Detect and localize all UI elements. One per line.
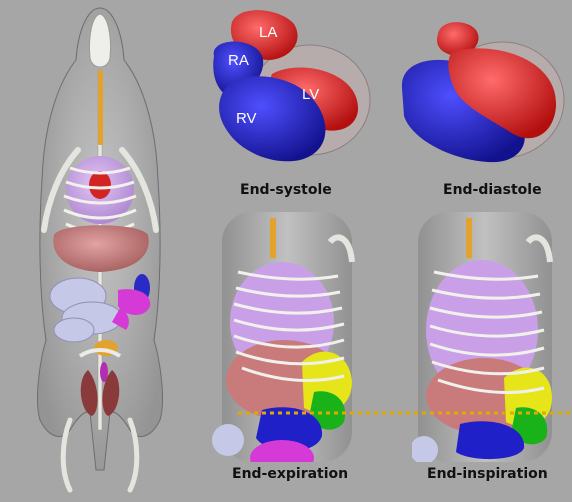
heart-end-systole-render xyxy=(213,10,371,162)
torso-end-expiration-render xyxy=(212,212,355,462)
caption-end-diastole: End-diastole xyxy=(443,182,542,198)
label-ra: RA xyxy=(228,52,249,69)
diaphragm-reference-line xyxy=(238,411,572,415)
torso-end-inspiration-render xyxy=(412,212,553,462)
label-la: LA xyxy=(259,24,278,41)
caption-end-inspiration: End-inspiration xyxy=(427,466,548,482)
caption-end-systole: End-systole xyxy=(240,182,332,198)
mouse-full-body-render xyxy=(37,7,163,493)
label-lv: LV xyxy=(302,86,320,103)
heart-end-diastole-render xyxy=(401,22,565,163)
caption-end-expiration: End-expiration xyxy=(232,466,349,482)
label-rv: RV xyxy=(236,110,257,127)
